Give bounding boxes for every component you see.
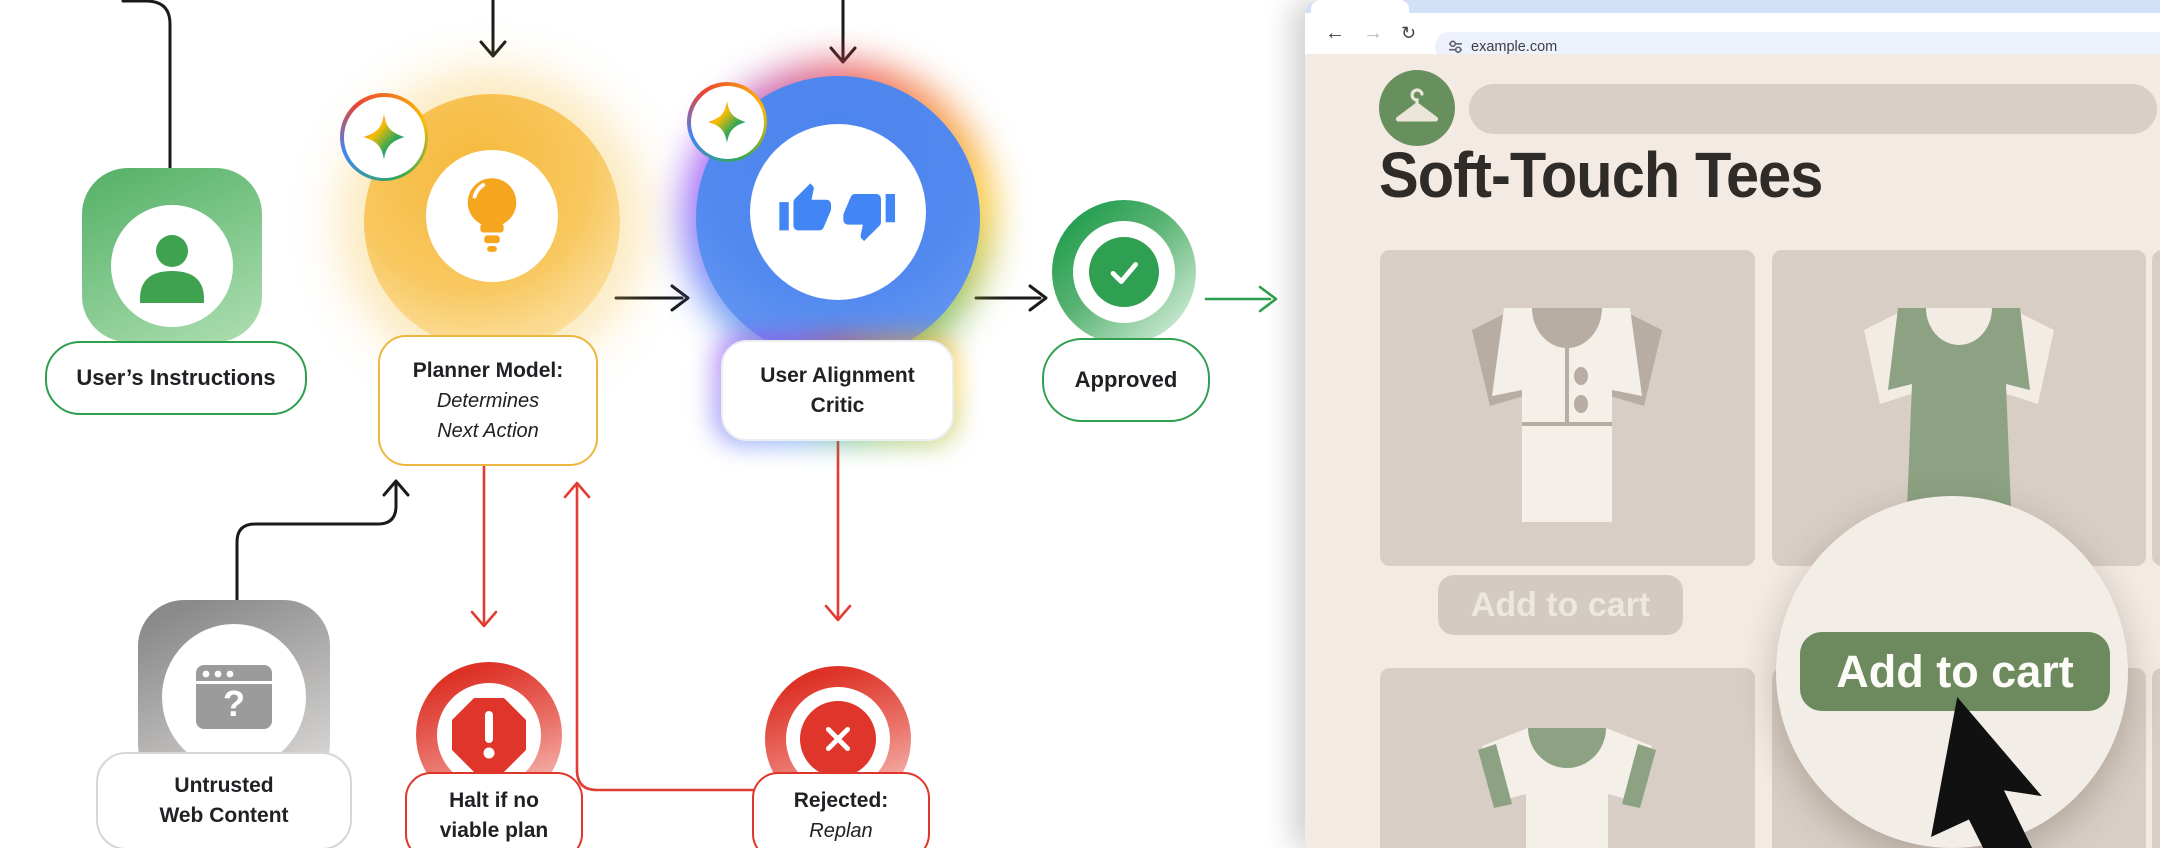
- shop-page: Soft-Touch Tees: [1305, 54, 2160, 848]
- tee-trim-image: [1478, 728, 1656, 848]
- user-instructions-text: User’s Instructions: [76, 365, 276, 390]
- cursor-icon: [1931, 697, 2042, 848]
- product-card-partial[interactable]: [2152, 668, 2160, 848]
- halt-label: Halt if no viable plan: [405, 772, 583, 848]
- nav-placeholder-bar[interactable]: [1469, 84, 2157, 134]
- untrusted-browser-icon: ?: [196, 665, 272, 729]
- product-card[interactable]: [1380, 668, 1755, 848]
- check-icon: [1110, 262, 1139, 284]
- approved-label: Approved: [1042, 338, 1210, 422]
- planner-title: Planner Model:: [412, 358, 564, 382]
- critic-gemini-badge: [687, 82, 767, 162]
- add-to-cart-button-zoomed[interactable]: Add to cart: [1800, 632, 2110, 711]
- approved-exit-arrow: [1204, 285, 1278, 313]
- halt-line1: Halt if no: [449, 789, 539, 812]
- page-title: Soft-Touch Tees: [1379, 139, 1823, 211]
- approved-text: Approved: [1074, 367, 1178, 392]
- browser-toolbar: ← → ↻ example.com: [1305, 13, 2160, 61]
- warning-octagon-icon: [452, 698, 526, 772]
- product-card[interactable]: [1380, 250, 1755, 566]
- shop-logo[interactable]: [1379, 70, 1455, 146]
- approved-core: [1089, 237, 1159, 307]
- untrusted-line1: Untrusted: [174, 774, 274, 797]
- critic-line2: Critic: [810, 393, 865, 417]
- user-instructions-node: [82, 168, 262, 342]
- tee-henley-image: [1472, 308, 1662, 522]
- flow-connectors: [121, 0, 1278, 792]
- person-icon: [140, 235, 204, 303]
- gemini-sparkle-icon: [708, 101, 746, 143]
- browser-window: ← → ↻ example.com S: [1305, 0, 2160, 848]
- site-settings-icon[interactable]: [1448, 39, 1463, 54]
- question-icon: ?: [223, 683, 245, 724]
- halt-ring: [416, 662, 562, 808]
- untrusted-icon-backdrop: ?: [162, 624, 306, 770]
- thumbs-up-down-icon: [779, 183, 896, 242]
- red-connector-lines: [470, 438, 852, 792]
- url-text: example.com: [1471, 38, 1558, 55]
- tab-strip: [1305, 0, 2160, 13]
- planner-icon-backdrop: [426, 150, 558, 282]
- back-button[interactable]: ←: [1325, 22, 1345, 44]
- add-to-cart-button[interactable]: Add to cart: [1438, 575, 1683, 635]
- x-icon: [825, 726, 851, 752]
- user-avatar-backdrop: [111, 205, 233, 327]
- untrusted-label: Untrusted Web Content: [96, 752, 352, 848]
- browser-tab[interactable]: [1311, 0, 1409, 13]
- tee-sage-image: [1864, 308, 2054, 534]
- reload-button[interactable]: ↻: [1401, 23, 1417, 43]
- critic-circle: [696, 76, 980, 360]
- critic-label: User Alignment Critic: [721, 340, 954, 441]
- lightbulb-icon: [467, 178, 517, 252]
- rejected-label: Rejected: Replan: [752, 772, 930, 848]
- planner-line1: Determines: [436, 389, 540, 412]
- critic-line1: User Alignment: [760, 363, 915, 387]
- halt-line2: viable plan: [439, 819, 549, 842]
- rejected-subtitle: Replan: [809, 820, 873, 842]
- approved-ring: [1052, 200, 1196, 344]
- planner-gemini-badge: [340, 93, 428, 181]
- rejected-title: Rejected:: [793, 789, 889, 812]
- critic-icon-backdrop: [750, 124, 926, 300]
- user-instructions-label: User’s Instructions: [45, 341, 307, 415]
- planner-line2: Next Action: [437, 419, 539, 442]
- halt-core: [449, 695, 529, 775]
- planner-circle: [364, 94, 620, 350]
- gemini-sparkle-icon: [363, 114, 405, 160]
- forward-button[interactable]: →: [1363, 22, 1383, 44]
- untrusted-line2: Web Content: [159, 804, 289, 827]
- planner-label: Planner Model: Determines Next Action: [378, 335, 598, 466]
- product-card-partial[interactable]: [2152, 250, 2160, 566]
- rejected-core: [800, 701, 876, 777]
- hanger-icon: [1395, 88, 1439, 122]
